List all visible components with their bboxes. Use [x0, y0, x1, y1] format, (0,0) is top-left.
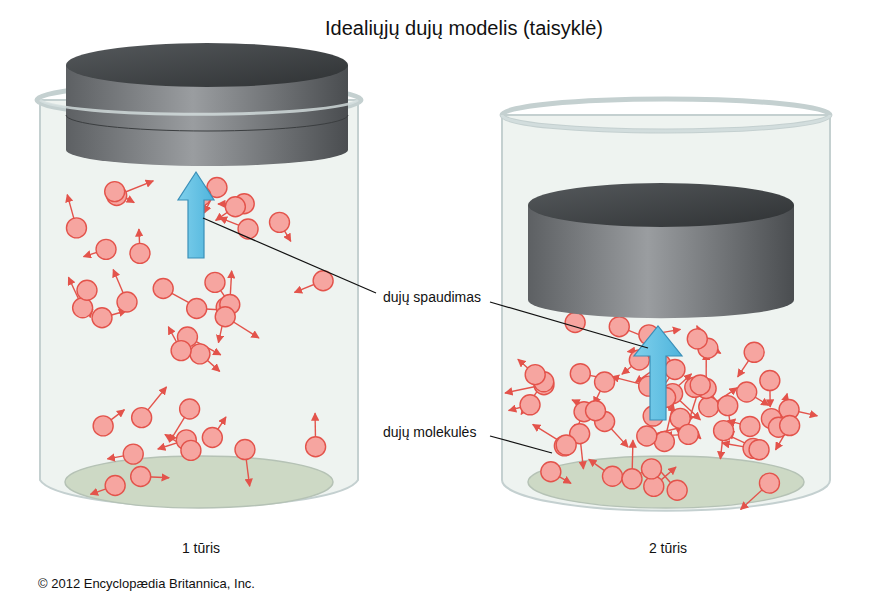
- volume-label: 1 tūris: [180, 540, 222, 557]
- gas-molecule: [215, 307, 235, 327]
- gas-molecule: [541, 462, 561, 482]
- gas-molecule: [654, 431, 674, 451]
- gas-molecule: [117, 292, 137, 312]
- gas-molecule: [306, 437, 326, 457]
- callout-label: dujų molekulės: [381, 424, 478, 441]
- gas-molecule: [130, 243, 150, 263]
- gas-molecule: [641, 459, 661, 479]
- gas-molecule: [525, 365, 545, 385]
- gas-molecule: [171, 341, 191, 361]
- title: Idealiųjų dujų modelis (taisyklė): [325, 16, 603, 40]
- pressure-arrow: [634, 326, 682, 420]
- gas-molecule: [667, 480, 687, 500]
- gas-molecule: [190, 344, 210, 364]
- gas-molecule: [105, 182, 125, 202]
- gas-molecule: [760, 371, 780, 391]
- gas-molecule: [66, 218, 86, 238]
- copyright-note: © 2012 Encyclopædia Britannica, Inc.: [36, 576, 257, 592]
- gas-molecule: [622, 469, 642, 489]
- left-piston: [66, 43, 348, 166]
- gas-molecule: [718, 396, 738, 416]
- gas-molecule: [690, 375, 710, 395]
- right-jar: [502, 99, 830, 511]
- callout-label: dujų spaudimas: [381, 289, 483, 306]
- gas-molecule: [740, 416, 760, 436]
- gas-molecule: [565, 313, 585, 333]
- gas-molecule: [714, 421, 734, 441]
- gas-molecules: [66, 177, 817, 509]
- gas-molecule: [153, 279, 173, 299]
- gas-molecule: [181, 440, 201, 460]
- gas-molecule: [644, 476, 664, 496]
- gas-molecule: [602, 466, 622, 486]
- gas-molecule: [556, 435, 576, 455]
- gas-molecule: [520, 395, 540, 415]
- gas-molecule: [269, 212, 289, 232]
- gas-molecule: [749, 440, 769, 460]
- gas-molecule: [77, 280, 97, 300]
- gas-molecule: [73, 298, 93, 318]
- gas-molecule: [665, 359, 685, 379]
- gas-molecule: [637, 426, 657, 446]
- gas-molecule: [96, 239, 116, 259]
- gas-molecule: [205, 272, 225, 292]
- gas-molecule: [187, 299, 207, 319]
- gas-molecule: [202, 428, 222, 448]
- gas-molecule: [570, 364, 590, 384]
- volume-label: 2 tūris: [647, 540, 689, 557]
- gas-molecule: [225, 197, 245, 217]
- gas-molecule: [238, 219, 258, 239]
- gas-molecule: [780, 416, 800, 436]
- pressure-arrow: [178, 172, 214, 258]
- gas-molecule: [235, 440, 255, 460]
- gas-molecule: [105, 476, 125, 496]
- gas-molecule: [609, 317, 629, 337]
- gas-molecule: [131, 466, 151, 486]
- gas-molecule: [687, 329, 707, 349]
- gas-molecule: [92, 308, 112, 328]
- leader-lines: [203, 218, 648, 453]
- gas-molecule: [132, 408, 152, 428]
- gas-molecule: [93, 416, 113, 436]
- gas-molecule: [744, 342, 764, 362]
- gas-molecule: [759, 473, 779, 493]
- right-piston: [528, 183, 794, 318]
- gas-molecule: [595, 372, 615, 392]
- gas-molecule: [586, 401, 606, 421]
- gas-molecule: [737, 382, 757, 402]
- gas-molecule: [123, 444, 143, 464]
- gas-molecule: [180, 399, 200, 419]
- gas-molecule: [678, 424, 698, 444]
- gas-molecule: [699, 397, 719, 417]
